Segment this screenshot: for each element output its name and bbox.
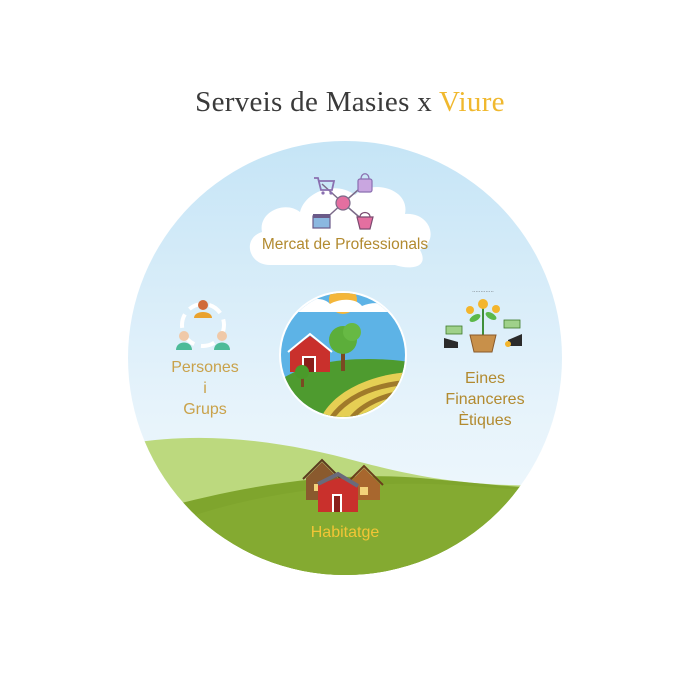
node-label-line: Financeres bbox=[445, 391, 525, 408]
node-label-line: i bbox=[203, 380, 207, 397]
svg-text:·············: ············· bbox=[472, 289, 494, 295]
node-label-line: Eines bbox=[464, 370, 506, 387]
houses-icon bbox=[302, 458, 384, 512]
node-label-line: Persones bbox=[171, 359, 239, 376]
title-accent: Viure bbox=[439, 86, 505, 118]
page-title: Serveis de Masies x Viure bbox=[0, 86, 700, 119]
node-label-habitatge: Habitatge bbox=[310, 524, 380, 541]
node-label-line: Grups bbox=[183, 401, 227, 418]
node-label-mercat: Mercat de Professionals bbox=[261, 236, 429, 253]
node-label-line: Ètiques bbox=[458, 412, 512, 429]
people-network-icon bbox=[176, 300, 230, 350]
cloud-shape bbox=[249, 187, 431, 268]
shopping-network-icon bbox=[312, 173, 374, 230]
title-main: Serveis de Masies x bbox=[195, 86, 440, 118]
node-label-persones: Persones i Grups bbox=[150, 357, 260, 420]
crowdfunding-money-icon: ············· bbox=[444, 289, 522, 353]
node-label-eines: Eines Financeres Ètiques bbox=[420, 368, 550, 431]
